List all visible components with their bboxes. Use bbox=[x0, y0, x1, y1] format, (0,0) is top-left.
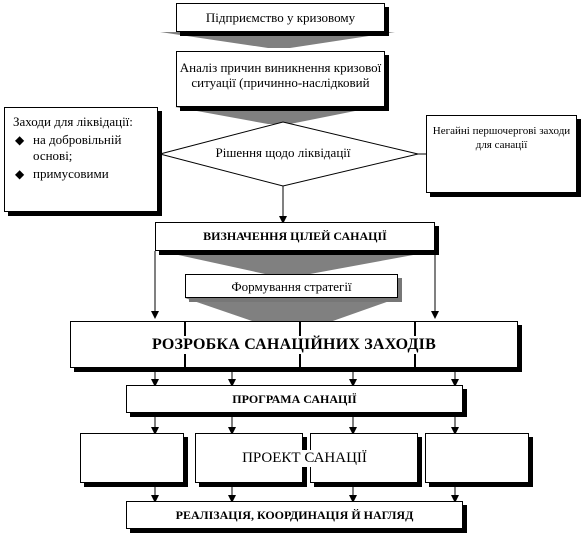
program-label: ПРОГРАМА САНАЦІЇ bbox=[232, 391, 357, 406]
diamond-bullet-icon: ◆ bbox=[15, 167, 25, 181]
funnel-arrow-3 bbox=[160, 251, 435, 274]
analysis-label: Аналіз причин виникнення кризової ситуац… bbox=[179, 60, 382, 90]
strategy-box: Формування стратегії bbox=[185, 274, 398, 298]
crisis-enterprise-box: Підприємство у кризовому bbox=[176, 3, 385, 32]
analysis-box: Аналіз причин виникнення кризової ситуац… bbox=[176, 51, 385, 107]
goals-label: ВИЗНАЧЕННЯ ЦІЛЕЙ САНАЦІЇ bbox=[203, 229, 387, 243]
project-segment-4 bbox=[425, 433, 529, 483]
strategy-label: Формування стратегії bbox=[231, 278, 352, 294]
list-item: ◆ на добровільній основі; bbox=[13, 132, 151, 164]
implementation-box: РЕАЛІЗАЦІЯ, КООРДИНАЦІЯ Й НАГЛЯД bbox=[126, 501, 463, 529]
decision-label: Рішення щодо ліквідації bbox=[215, 145, 351, 160]
liquidation-item-forced: примусовими bbox=[33, 166, 109, 181]
funnel-arrow-4 bbox=[185, 298, 398, 322]
liquidation-item-voluntary: на добровільній основі; bbox=[33, 132, 122, 163]
urgent-measures-box: Негайні першочергові заходи для санації bbox=[426, 115, 577, 193]
funnel-arrow-1 bbox=[160, 32, 395, 48]
implementation-label: РЕАЛІЗАЦІЯ, КООРДИНАЦІЯ Й НАГЛЯД bbox=[175, 507, 414, 522]
goals-box: ВИЗНАЧЕННЯ ЦІЛЕЙ САНАЦІЇ bbox=[155, 222, 435, 251]
liquidation-measures-title: Заходи для ліквідації: bbox=[13, 114, 133, 129]
project-segment-1 bbox=[80, 433, 184, 483]
measures-dev-label: РОЗРОБКА САНАЦІЙНИХ ЗАХОДІВ bbox=[149, 335, 438, 354]
program-box: ПРОГРАМА САНАЦІЇ bbox=[126, 385, 463, 413]
liquidation-measures-box: Заходи для ліквідації: ◆ на добровільній… bbox=[4, 107, 158, 212]
project-title-wrap: ПРОЕКТ САНАЦІЇ bbox=[80, 433, 529, 483]
liquidation-measures-list: ◆ на добровільній основі; ◆ примусовими bbox=[13, 132, 151, 182]
funnel-arrow-2 bbox=[175, 107, 375, 124]
project-label: ПРОЕКТ САНАЦІЇ bbox=[240, 449, 369, 467]
diamond-bullet-icon: ◆ bbox=[15, 133, 25, 147]
list-item: ◆ примусовими bbox=[13, 166, 151, 182]
decision-label-wrap: Рішення щодо ліквідації bbox=[210, 145, 356, 173]
urgent-measures-label: Негайні першочергові заходи для санації bbox=[432, 125, 571, 151]
measures-dev-title-wrap: РОЗРОБКА САНАЦІЙНИХ ЗАХОДІВ bbox=[70, 321, 518, 368]
crisis-enterprise-label: Підприємство у кризовому bbox=[205, 10, 356, 25]
